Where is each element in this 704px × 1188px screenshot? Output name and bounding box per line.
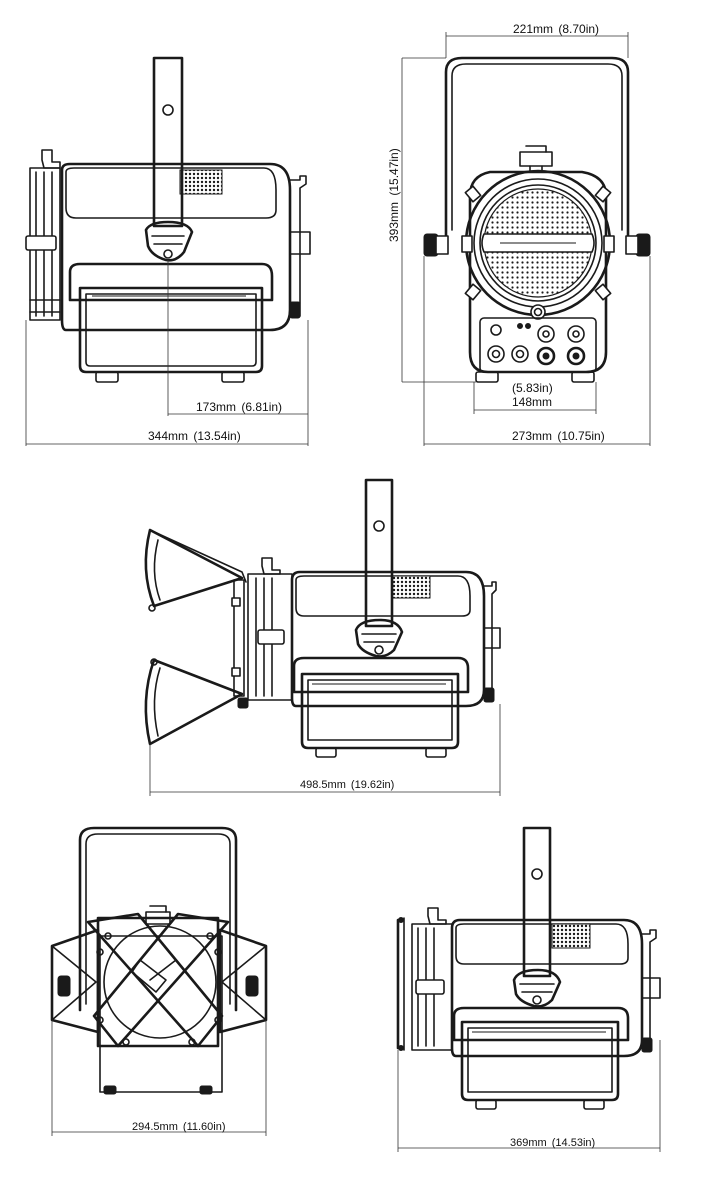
side-depth-dim-imperial: (13.54in) (193, 429, 240, 443)
svg-text:173mm (6.81in): 173mm (6.81in) (196, 400, 282, 414)
barndoor-depth-dim-imperial: (19.62in) (351, 779, 394, 791)
side-depth-dim-value: 344mm (148, 429, 188, 443)
side-front-dim-value: 173mm (196, 400, 236, 414)
svg-text:221mm (8.70in): 221mm (8.70in) (513, 22, 599, 36)
base-width-dim-imperial: (5.83in) (512, 381, 553, 395)
side-front-dim-imperial: (6.81in) (241, 400, 282, 414)
barndoor-depth-dim-value: 498.5mm (300, 779, 346, 791)
svg-text:393mm (15.47in): 393mm (15.47in) (387, 148, 401, 242)
yoke-depth-dim-value: 369mm (510, 1137, 547, 1149)
barndoor-width-dim-imperial: (11.60in) (183, 1121, 226, 1133)
svg-text:344mm (13.54in): 344mm (13.54in) (148, 429, 241, 443)
svg-text:498.5mm (19.62in): 498.5mm (19.62in) (300, 779, 394, 791)
yoke-side-view: 369mm (14.53in) (396, 826, 661, 1152)
svg-text:369mm (14.53in): 369mm (14.53in) (510, 1137, 595, 1149)
svg-text:294.5mm (11.60in): 294.5mm (11.60in) (132, 1121, 226, 1133)
front-view: 221mm (8.70in) 393mm (15.47in) (5.83in) … (387, 22, 651, 446)
base-width-dim-value: 148mm (512, 395, 552, 409)
yoke-depth-dim-imperial: (14.53in) (552, 1137, 595, 1149)
barndoor-front-view: 294.5mm (11.60in) (50, 826, 268, 1136)
svg-text:273mm (10.75in): 273mm (10.75in) (512, 429, 605, 443)
total-width-dim-value: 273mm (512, 429, 552, 443)
barndoor-side-view: 498.5mm (19.62in) (144, 478, 501, 796)
total-width-dim-imperial: (10.75in) (557, 429, 604, 443)
height-dim-value: 393mm (387, 202, 401, 242)
top-width-dim-value: 221mm (513, 22, 553, 36)
side-view: 173mm (6.81in) 344mm (13.54in) (25, 56, 311, 446)
barndoor-width-dim-value: 294.5mm (132, 1121, 178, 1133)
top-width-dim-imperial: (8.70in) (558, 22, 599, 36)
height-dim-imperial: (15.47in) (387, 148, 401, 195)
